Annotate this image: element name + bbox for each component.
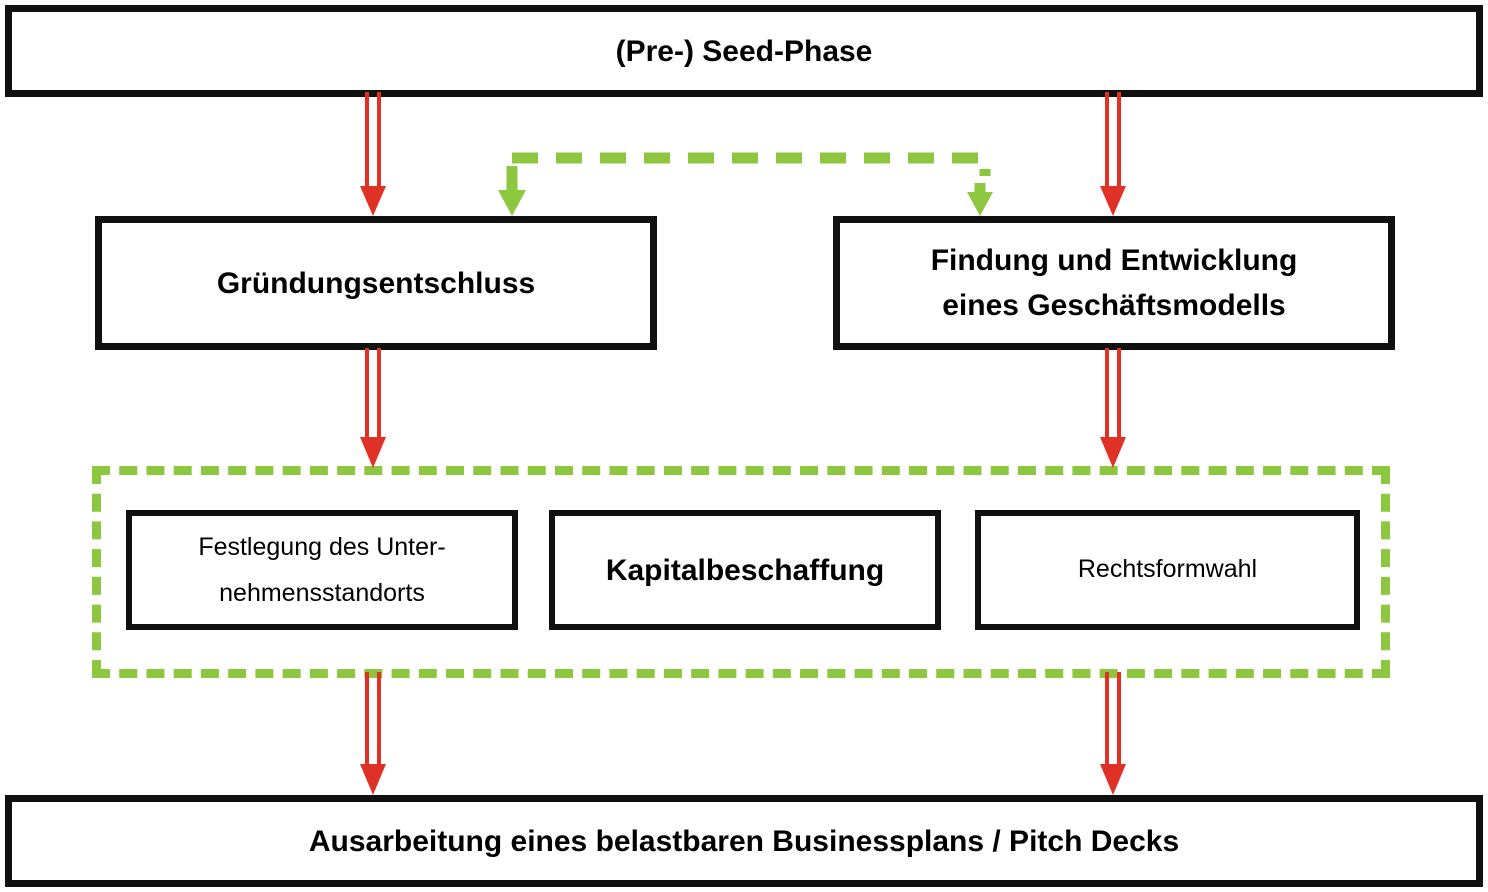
- edge-decision-to-group: [360, 348, 386, 468]
- green-left-arrowhead: [498, 190, 526, 216]
- edge-group-to-business-left: [360, 672, 386, 795]
- node-rechtsformwahl-label: Rechtsformwahl: [1077, 555, 1258, 584]
- node-seed-phase: (Pre-) Seed-Phase: [5, 5, 1483, 97]
- node-geschaeftsmodell: Findung und Entwicklung eines Geschäftsm…: [833, 216, 1395, 350]
- node-businessplan-pitchdeck: Ausarbeitung eines belastbaren Businessp…: [5, 795, 1483, 887]
- node-gruendungsentschluss-label: Gründungsentschluss: [216, 266, 536, 300]
- green-right-arrowhead: [967, 192, 993, 216]
- edge-phase-to-model: [1100, 92, 1126, 216]
- node-kapitalbeschaffung-label: Kapitalbeschaffung: [605, 553, 885, 587]
- edge-group-to-business-right: [1100, 672, 1126, 795]
- green-dashed-connector-path: [512, 152, 991, 176]
- node-geschaeftsmodell-label: Findung und Entwicklung eines Geschäftsm…: [930, 244, 1298, 322]
- node-kapitalbeschaffung: Kapitalbeschaffung: [549, 510, 941, 630]
- node-seed-phase-label: (Pre-) Seed-Phase: [615, 34, 873, 68]
- node-unternehmensstandort-label: Festlegung des Unter- nehmensstandorts: [198, 532, 446, 607]
- node-rechtsformwahl: Rechtsformwahl: [975, 510, 1360, 630]
- node-gruendungsentschluss: Gründungsentschluss: [95, 216, 657, 350]
- node-unternehmensstandort: Festlegung des Unter- nehmensstandorts: [126, 510, 518, 630]
- edge-model-to-group: [1100, 348, 1126, 468]
- node-businessplan-pitchdeck-label: Ausarbeitung eines belastbaren Businessp…: [308, 824, 1180, 858]
- parallel-tasks-group-outline: [92, 466, 1390, 678]
- edge-phase-to-decision: [360, 92, 386, 216]
